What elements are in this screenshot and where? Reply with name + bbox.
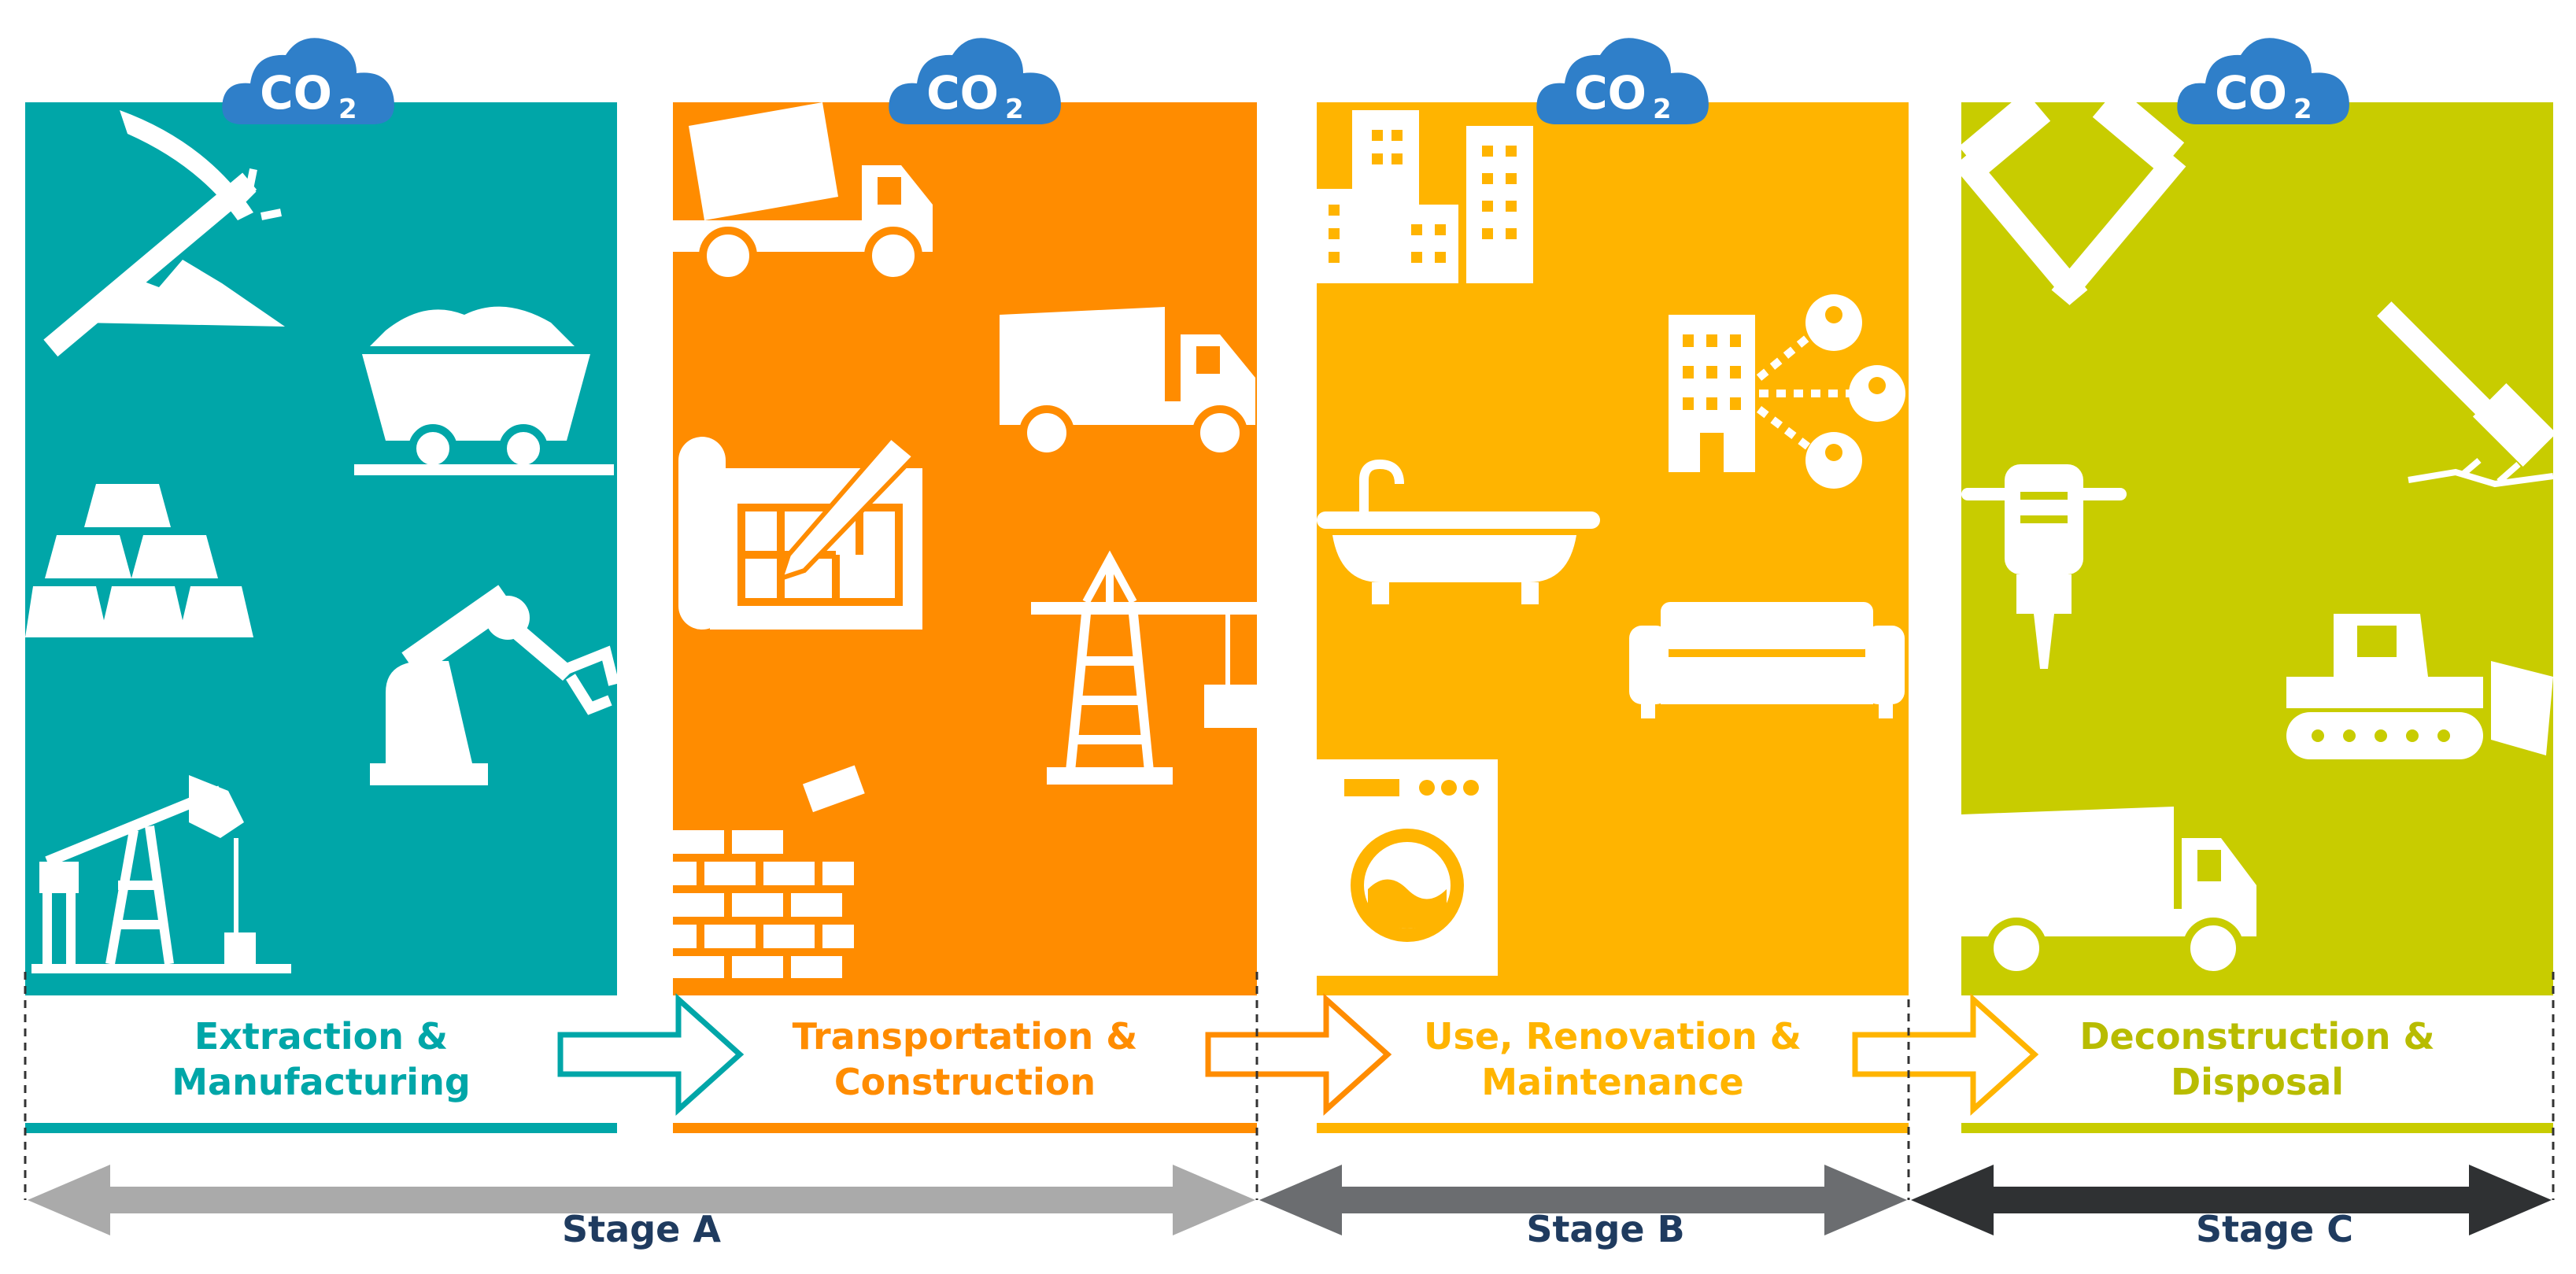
stage-c-label: Stage C: [2195, 1208, 2354, 1250]
stage-c-arrow: [1911, 1165, 2552, 1235]
mine-cart-icon: [354, 306, 614, 475]
bulldozer-icon: [2286, 614, 2553, 759]
bricks-icon: [673, 765, 865, 978]
co2-subscript: 2: [1653, 94, 1672, 125]
co2-cloud-icon: CO 2: [889, 38, 1061, 125]
flow-arrow-icon: [557, 993, 745, 1116]
co2-cloud-icon: CO 2: [222, 38, 394, 125]
buildings-icon: [1317, 110, 1533, 283]
stage-b-arrow: [1259, 1165, 1907, 1235]
crane-icon: [1031, 550, 1257, 785]
blueprint-icon: [678, 433, 922, 630]
co2-text: CO: [260, 66, 332, 120]
sofa-icon: [1629, 602, 1905, 718]
stage-text: Use, Renovation & Maintenance: [1424, 1015, 1802, 1103]
stage-a-arrow: [28, 1165, 1255, 1235]
stage-b-label: Stage B: [1526, 1208, 1685, 1250]
pickaxe-icon: [43, 110, 285, 357]
bathtub-icon: [1317, 459, 1600, 604]
sledgehammer-icon: [2377, 301, 2557, 488]
flow-arrow-icon: [1205, 993, 1392, 1116]
stage-label-deconstruction: Deconstruction & Disposal: [1961, 995, 2553, 1123]
stage-label-transportation: Transportation & Construction: [673, 995, 1257, 1123]
co2-cloud-icon: CO 2: [2177, 38, 2349, 125]
oil-pump-icon: [31, 775, 291, 973]
gold-bars-icon: [25, 484, 253, 637]
jackhammer-icon: [1961, 464, 2127, 669]
stage-a-label: Stage A: [562, 1208, 721, 1250]
stage-label-extraction: Extraction & Manufacturing: [25, 995, 617, 1123]
stage-text: Deconstruction & Disposal: [2079, 1015, 2435, 1103]
co2-text: CO: [2215, 66, 2287, 120]
co2-text: CO: [926, 66, 999, 120]
co2-subscript: 2: [1005, 94, 1024, 125]
network-building-icon: [1669, 294, 1905, 489]
co2-text: CO: [1574, 66, 1646, 120]
washing-machine-icon: [1317, 759, 1498, 976]
flow-arrow-icon: [1852, 993, 2039, 1116]
dump-truck-icon: [1000, 307, 1255, 460]
co2-subscript: 2: [2293, 94, 2312, 125]
concrete-mixer-icon: [673, 102, 933, 285]
dump-truck-icon: [1961, 807, 2256, 979]
hammers-icon: [1953, 87, 2186, 305]
co2-cloud-icon: CO 2: [1536, 38, 1709, 125]
co2-subscript: 2: [338, 94, 357, 125]
stage-text: Transportation & Construction: [792, 1015, 1138, 1103]
robot-arm-icon: [370, 585, 619, 785]
stage-label-use: Use, Renovation & Maintenance: [1317, 995, 1909, 1123]
stage-text: Extraction & Manufacturing: [172, 1015, 471, 1103]
